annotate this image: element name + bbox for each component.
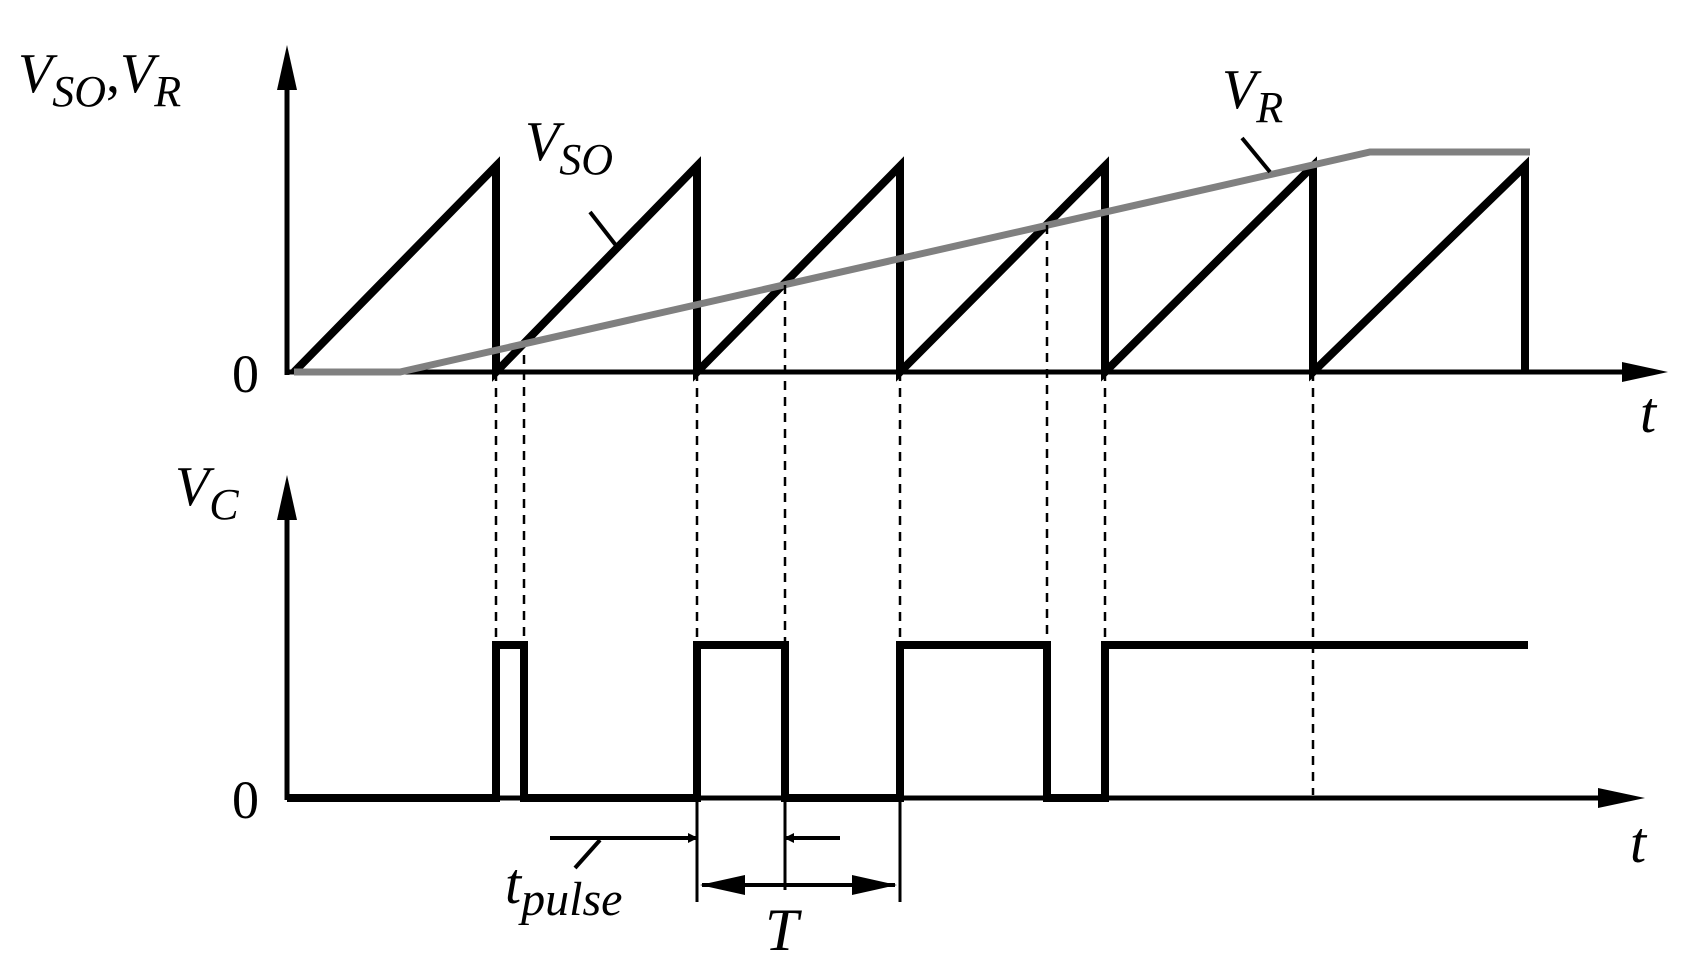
top-zero-label: 0 (232, 344, 259, 404)
vr-ramp-trace (294, 148, 1530, 376)
bottom-plot: VC 0 t tpulse T (175, 456, 1648, 963)
vr-label-pointer (1240, 136, 1272, 174)
top-plot: VSO,VR 0 t VSO VR (18, 43, 1668, 445)
bottom-zero-label: 0 (232, 770, 259, 830)
bottom-x-axis-arrowhead (1598, 788, 1645, 808)
top-y-axis-label: VSO,VR (18, 43, 181, 116)
vso-sawtooth-trace (291, 156, 1529, 382)
vso-series-label: VSO (525, 111, 613, 184)
tpulse-label-pointer (573, 838, 602, 870)
dashed-guides (494, 225, 1315, 795)
bottom-y-axis-arrowhead (277, 475, 297, 520)
top-x-axis-arrowhead (1622, 362, 1668, 382)
vc-pulse-trace (287, 641, 1528, 802)
period-arrowhead-right (852, 875, 897, 895)
period-arrowhead-left (700, 875, 745, 895)
tpulse-label: tpulse (505, 851, 622, 926)
top-x-axis-label: t (1640, 380, 1658, 445)
bottom-y-axis-label: VC (175, 456, 239, 529)
vr-series-label: VR (1222, 59, 1283, 132)
vso-label-pointer (588, 210, 620, 250)
bottom-x-axis-label: t (1630, 810, 1648, 875)
top-y-axis-arrowhead (277, 45, 297, 90)
period-label: T (765, 897, 802, 963)
